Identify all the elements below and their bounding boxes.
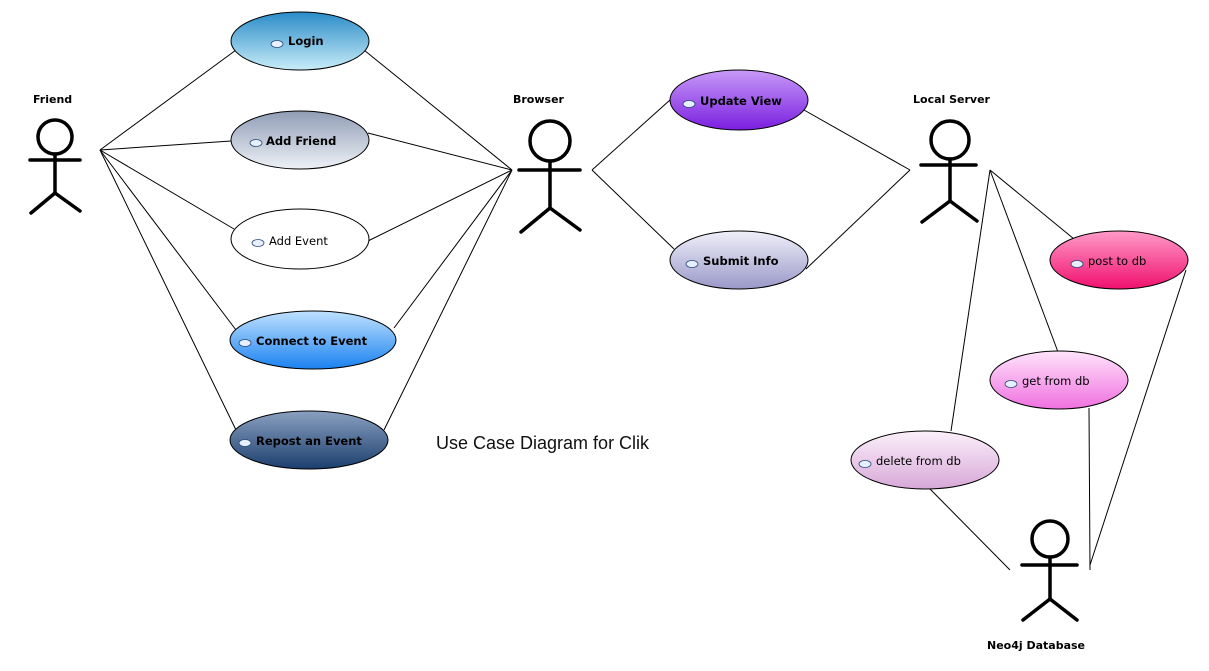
association-server-get-db bbox=[989, 169, 1059, 353]
use-case-update-view[interactable]: Update View bbox=[669, 69, 809, 131]
actor-label-friend: Friend bbox=[33, 93, 72, 106]
use-case-label: Add Event bbox=[269, 234, 328, 248]
diagram-title: Use Case Diagram for Clik bbox=[436, 433, 650, 453]
stick-figure-icon bbox=[28, 118, 82, 215]
actor-browser: Browser bbox=[513, 93, 582, 234]
use-case-label: Add Friend bbox=[266, 134, 336, 148]
association-post-db-neo4j bbox=[1089, 269, 1187, 566]
actor-local-server: Local Server bbox=[913, 93, 991, 224]
use-case-get-from-db[interactable]: get from db bbox=[989, 350, 1129, 410]
association-delete-db-neo4j bbox=[929, 488, 1011, 571]
use-case-label: Connect to Event bbox=[256, 334, 368, 348]
association-friend-connect-event bbox=[99, 149, 237, 331]
association-submit-info-server bbox=[805, 169, 911, 270]
association-server-delete-db bbox=[950, 169, 991, 432]
use-case-icon bbox=[858, 460, 872, 468]
association-server-post-db bbox=[989, 169, 1075, 240]
use-case-add-event[interactable]: Add Event bbox=[230, 208, 370, 270]
association-repost-event-browser bbox=[383, 169, 513, 431]
use-case-icon bbox=[1004, 380, 1018, 388]
association-connect-event-browser bbox=[393, 169, 513, 329]
use-case-icon bbox=[251, 239, 265, 247]
use-case-label: Submit Info bbox=[703, 254, 779, 268]
use-case-login[interactable]: Login bbox=[230, 11, 370, 71]
use-case-submit-info[interactable]: Submit Info bbox=[669, 230, 809, 290]
actor-friend: Friend bbox=[28, 93, 82, 215]
association-add-friend-browser bbox=[367, 132, 513, 171]
use-case-icon bbox=[685, 260, 699, 268]
association-add-event-browser bbox=[367, 169, 513, 242]
association-friend-repost-event bbox=[99, 149, 237, 431]
stick-figure-icon bbox=[517, 119, 582, 234]
use-case-icon bbox=[1070, 260, 1084, 268]
association-friend-add-event bbox=[99, 149, 235, 230]
stick-figure-icon bbox=[919, 119, 979, 224]
use-case-delete-from-db[interactable]: delete from db bbox=[850, 430, 1000, 490]
use-case-label: delete from db bbox=[876, 454, 961, 468]
association-update-view-server bbox=[803, 109, 911, 171]
actor-label-browser: Browser bbox=[513, 93, 565, 106]
actor-neo4j-database: Neo4j Database bbox=[987, 519, 1085, 652]
association-get-db-neo4j bbox=[1088, 407, 1091, 571]
actor-label-local-server: Local Server bbox=[913, 93, 991, 106]
use-case-label: Login bbox=[288, 34, 324, 48]
use-case-repost-an-event[interactable]: Repost an Event bbox=[229, 410, 389, 470]
association-login-browser bbox=[363, 49, 513, 171]
association-browser-update-view bbox=[591, 99, 671, 171]
association-friend-login bbox=[99, 49, 237, 151]
use-case-add-friend[interactable]: Add Friend bbox=[230, 110, 370, 170]
use-case-post-to-db[interactable]: post to db bbox=[1049, 230, 1189, 290]
use-case-label: Repost an Event bbox=[256, 434, 362, 448]
use-case-connect-to-event[interactable]: Connect to Event bbox=[229, 310, 397, 370]
association-browser-submit-info bbox=[591, 169, 675, 250]
use-case-label: Update View bbox=[700, 94, 782, 108]
use-case-icon bbox=[682, 100, 696, 108]
association-friend-add-friend bbox=[99, 140, 232, 151]
use-case-label: post to db bbox=[1088, 254, 1146, 268]
actor-label-neo4j: Neo4j Database bbox=[987, 639, 1085, 652]
use-case-icon bbox=[270, 40, 284, 48]
stick-figure-icon bbox=[1020, 519, 1079, 622]
use-case-label: get from db bbox=[1022, 374, 1090, 388]
use-case-icon bbox=[238, 339, 252, 347]
use-case-icon bbox=[249, 139, 263, 147]
use-case-icon bbox=[238, 439, 252, 447]
association-lines bbox=[99, 49, 1187, 571]
